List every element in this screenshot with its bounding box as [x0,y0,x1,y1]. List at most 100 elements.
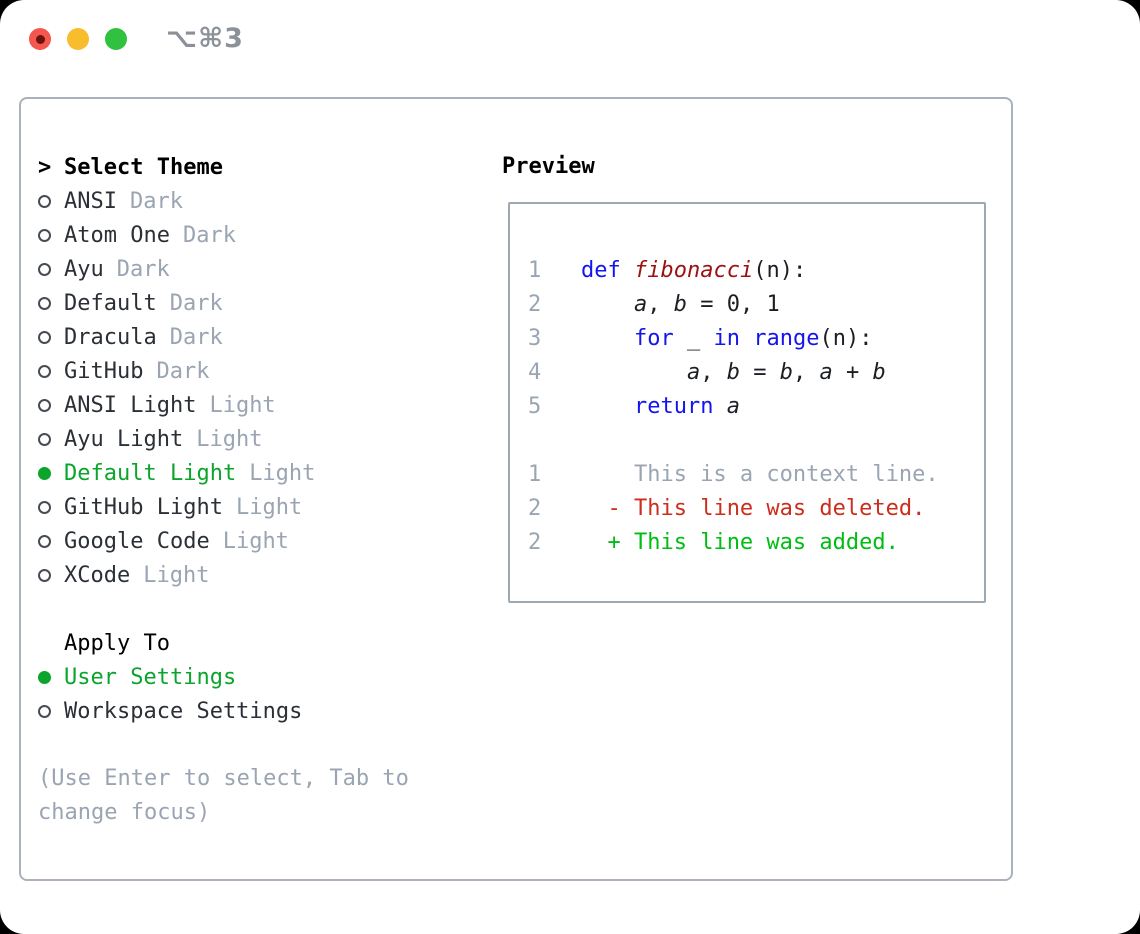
theme-name: GitHub [64,358,144,384]
line-content: a, b = b, a + b [686,360,886,385]
preview-line: 3 for _ in range(n): [528,322,984,356]
theme-variant: Light [222,528,289,554]
preview-line: 5 return a [528,390,984,424]
radio-icon [38,398,51,412]
theme-variant: Dark [156,358,210,384]
line-number: 4 [528,360,542,385]
line-number: 2 [528,530,542,555]
radio-icon [38,704,51,718]
line-content: a, b = 0, 1 [633,292,780,317]
picker-header: > Select Theme [38,150,478,184]
preview-lines: 1 def fibonacci(n): 2 a, b = 0, 1 3 for … [528,254,984,560]
preview-title: Preview [502,154,595,179]
preview-pane: Preview 1 def fibonacci(n): 2 a, b = 0, … [502,150,986,603]
help-text: (Use Enter to select, Tab to change focu… [38,762,478,830]
theme-variant: Light [249,460,316,486]
theme-name: Atom One [64,222,170,248]
unsaved-dot-icon [35,34,45,44]
radio-icon [38,568,51,582]
theme-name: GitHub Light [64,494,223,520]
apply-to-option[interactable]: User Settings [38,660,478,694]
radio-icon [38,670,51,684]
theme-variant: Dark [169,324,223,350]
window-controls [29,28,127,50]
line-content: + This line was added. [607,530,899,555]
preview-line: 1 def fibonacci(n): [528,254,984,288]
radio-icon [38,330,51,344]
preview-line: 2 - This line was deleted. [528,492,984,526]
theme-option[interactable]: Default Light Light [38,456,478,490]
zoom-button[interactable] [105,28,127,50]
theme-option[interactable]: GitHub Light Light [38,490,478,524]
line-number: 2 [528,292,542,317]
theme-name: Google Code [64,528,210,554]
theme-option[interactable]: XCode Light [38,558,478,592]
theme-variant: Light [235,494,303,520]
theme-picker: > Select Theme ANSI Dark Atom One Dark [38,150,478,830]
minimize-button[interactable] [67,28,89,50]
theme-list: ANSI Dark Atom One Dark Ayu Dark [38,184,478,592]
theme-option[interactable]: ANSI Light Light [38,388,478,422]
line-number: 2 [528,496,542,521]
theme-variant: Dark [169,290,223,316]
theme-option[interactable]: Ayu Dark [38,252,478,286]
apply-to-header: Apply To [38,626,478,660]
close-button[interactable] [29,28,51,50]
main-panel [19,97,1013,881]
line-number: 1 [528,258,542,283]
line-content: return a [633,394,740,419]
picker-title: Select Theme [64,154,223,180]
radio-icon [38,296,51,310]
help-line-1: (Use Enter to select, Tab to [38,766,409,791]
theme-variant: Dark [182,222,236,248]
theme-name: Default [64,290,157,316]
theme-variant: Light [209,392,276,418]
radio-icon [38,364,51,378]
theme-name: Ayu Light [64,426,184,452]
radio-icon [38,466,51,480]
theme-option[interactable]: Google Code Light [38,524,478,558]
preview-line: 2 + This line was added. [528,526,984,560]
theme-option[interactable]: Default Dark [38,286,478,320]
apply-to-label: Workspace Settings [64,698,303,724]
theme-variant: Dark [129,188,183,214]
theme-name: ANSI Light [64,392,197,418]
theme-name: XCode [64,562,131,588]
line-content: - This line was deleted. [607,496,926,521]
theme-name: Dracula [64,324,157,350]
line-content: for _ in range(n): [633,326,873,351]
apply-to-title: Apply To [64,630,170,656]
prompt-icon: > [38,154,52,180]
window-title-shortcut: ⌥⌘3 [166,23,244,54]
line-content: def fibonacci(n): [581,258,807,283]
theme-name: ANSI [64,188,117,214]
theme-variant: Light [143,562,210,588]
apply-to-label: User Settings [64,664,237,690]
apply-to-list: User Settings Workspace Settings [38,660,478,728]
theme-option[interactable]: Atom One Dark [38,218,478,252]
preview-line: 4 a, b = b, a + b [528,356,984,390]
preview-box: 1 def fibonacci(n): 2 a, b = 0, 1 3 for … [508,202,986,603]
theme-name: Ayu [64,256,104,282]
theme-option[interactable]: Dracula Dark [38,320,478,354]
radio-icon [38,262,51,276]
line-number: 3 [528,326,542,351]
theme-variant: Light [196,426,263,452]
preview-line [528,424,984,458]
radio-icon [38,534,51,548]
radio-icon [38,432,51,446]
apply-to-group: Apply To User Settings Workspace Setting… [38,626,478,728]
line-number: 5 [528,394,542,419]
help-line-2: change focus) [38,800,211,825]
theme-option[interactable]: Ayu Light Light [38,422,478,456]
theme-name: Default Light [64,460,237,486]
theme-variant: Dark [116,256,170,282]
preview-line: 2 a, b = 0, 1 [528,288,984,322]
theme-option[interactable]: ANSI Dark [38,184,478,218]
line-number: 1 [528,462,542,487]
radio-icon [38,228,51,242]
apply-to-option[interactable]: Workspace Settings [38,694,478,728]
radio-icon [38,500,51,514]
theme-option[interactable]: GitHub Dark [38,354,478,388]
